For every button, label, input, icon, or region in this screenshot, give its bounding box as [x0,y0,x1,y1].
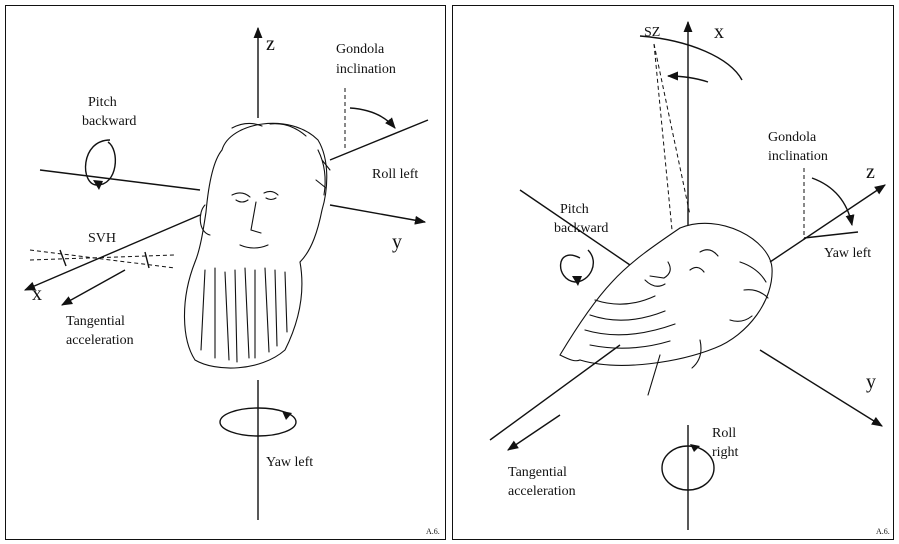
left-gondola-label-2: inclination [336,62,396,77]
left-y-axis [330,205,425,222]
left-tangential-label-2: acceleration [66,333,134,348]
right-diagram-panel [452,5,894,540]
left-pitch-label-1: Pitch [88,95,117,110]
left-svh-label: SVH [88,231,116,246]
left-axis-x-label: x [32,283,42,305]
left-pitch-axis [40,170,200,190]
left-gondola-label-1: Gondola [336,42,385,57]
left-figure-mark: A.6. [426,527,440,536]
left-roll-label: Roll left [372,167,418,182]
left-gondola-arc [350,108,395,128]
left-tangential-arrow [62,270,125,305]
left-svh-tick-1 [60,250,66,266]
left-tangential-label-1: Tangential [66,314,125,329]
left-axis-y-label: y [392,231,402,253]
left-yaw-label: Yaw left [266,455,313,470]
left-yaw-arrowhead [282,411,292,420]
left-svh-tick-2 [145,252,149,268]
left-axis-z-label: z [266,33,275,55]
left-axes [25,28,428,520]
left-head-illustration [184,123,330,368]
left-pitch-label-2: backward [82,114,136,129]
